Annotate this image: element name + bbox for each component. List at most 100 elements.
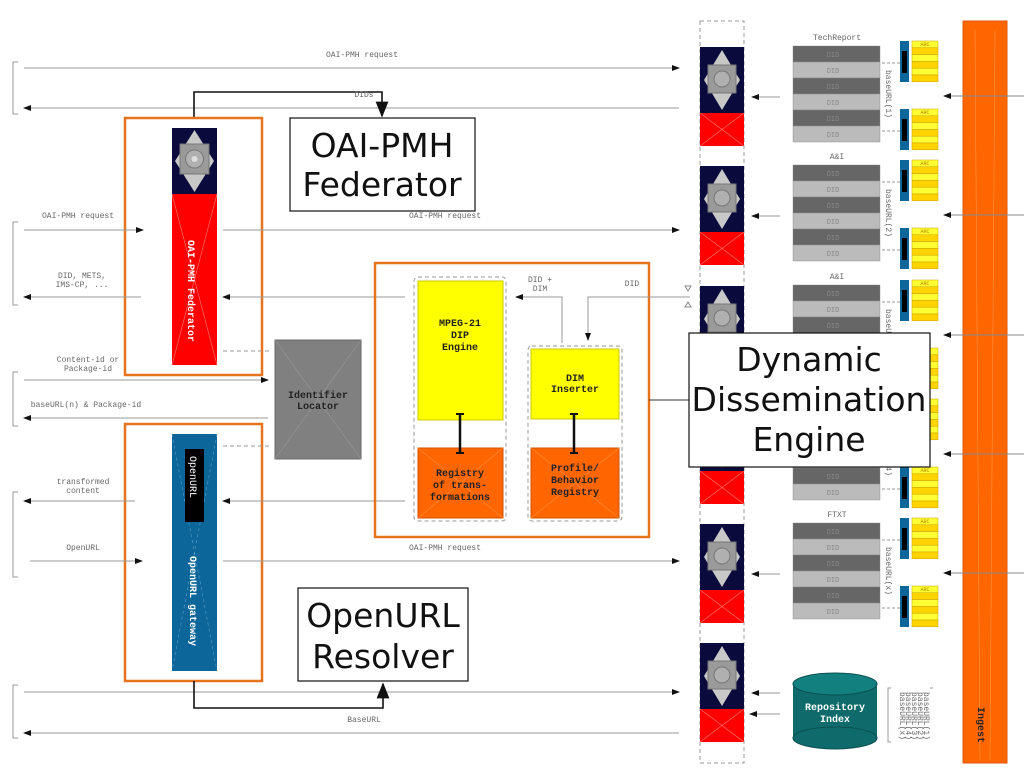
federator-flows: OAI-PMH request OAI-PMH request DID, MET… bbox=[23, 212, 680, 352]
did-label: DID bbox=[827, 84, 840, 92]
registry-label-3: formations bbox=[430, 492, 490, 504]
dde-callout bbox=[688, 332, 931, 468]
content-id-label-1: Content-id or bbox=[57, 356, 120, 365]
did-label: DID bbox=[827, 529, 840, 537]
profile-label-3: Registry bbox=[551, 487, 599, 499]
arc-slot bbox=[911, 300, 939, 308]
index-list-entry: baseURL(3) bbox=[909, 692, 918, 740]
dip-registry-link bbox=[456, 413, 464, 454]
arc-handle-tag bbox=[902, 528, 907, 550]
arc-slot bbox=[911, 606, 939, 614]
arc-bin: ARC bbox=[882, 279, 939, 322]
dde-callout-line3: Engine bbox=[752, 420, 865, 459]
did-label: DID bbox=[827, 291, 840, 299]
did-label: DID bbox=[827, 100, 840, 108]
openurl-gateway-component: OpenURL OpenURL gateway bbox=[171, 433, 218, 672]
ingest-bar: Ingest bbox=[962, 20, 1008, 764]
did-label: DID bbox=[827, 116, 840, 124]
arc-slot bbox=[911, 612, 939, 621]
index-list-entry: baseURL(1) bbox=[921, 692, 930, 740]
arc-slot bbox=[911, 254, 939, 263]
did-label: DID bbox=[827, 577, 840, 585]
arc-slot bbox=[911, 619, 939, 628]
did-mets-label-2: IMS-CP, ... bbox=[56, 281, 109, 290]
repository-server-icon bbox=[699, 47, 780, 147]
arc-slot bbox=[911, 544, 939, 553]
did-label: DID bbox=[827, 132, 840, 140]
arc-slot bbox=[911, 293, 939, 301]
did-row bbox=[792, 483, 881, 501]
arc-bin: ARC bbox=[882, 585, 939, 628]
arc-slot bbox=[911, 193, 939, 202]
arc-label: ARC bbox=[920, 161, 929, 167]
did-right-label: DID bbox=[625, 280, 640, 289]
oai-request-bottom-label: OAI-PMH request bbox=[409, 544, 481, 553]
did-dim-label-1: DID + bbox=[528, 276, 552, 285]
did-dim-label-2: DIM bbox=[533, 285, 548, 294]
did-label: DID bbox=[827, 609, 840, 617]
arc-label: ARC bbox=[920, 587, 929, 593]
arc-slot bbox=[911, 166, 939, 174]
arc-slot bbox=[911, 531, 939, 539]
profile-behavior-registry: Profile/ Behavior Registry bbox=[530, 447, 620, 519]
repository-name: A&I bbox=[830, 153, 844, 162]
did-label: DID bbox=[827, 545, 840, 553]
index-list-entry: baseURL(2) bbox=[915, 692, 924, 740]
diag bbox=[699, 708, 745, 743]
arc-slot bbox=[911, 500, 939, 509]
registry-label-1: Registry bbox=[436, 468, 484, 480]
repository-baseurl: baseURL(1) bbox=[883, 70, 892, 118]
arc-slot bbox=[911, 480, 939, 488]
index-list: baseURL(1)baseURL(2)baseURL(3)baseURL(4)… bbox=[897, 692, 930, 740]
content-id-label-2: Package-id bbox=[64, 365, 112, 374]
arc-slot bbox=[911, 186, 939, 195]
repository-name: A&I bbox=[830, 273, 844, 282]
bottom-baseurl-flow: BaseURL bbox=[23, 681, 680, 736]
arc-slot bbox=[911, 524, 939, 532]
did-label: DID bbox=[827, 187, 840, 195]
arc-slot bbox=[911, 54, 939, 62]
arc-handle-tag bbox=[902, 596, 907, 618]
arc-slot bbox=[911, 248, 939, 256]
oai-request-mid-label: OAI-PMH request bbox=[409, 212, 481, 221]
arc-slot bbox=[911, 115, 939, 123]
dde-callout-line1: Dynamic bbox=[736, 340, 882, 379]
arc-slot bbox=[911, 61, 939, 69]
openurl-tag-label: OpenURL bbox=[186, 456, 197, 498]
diag bbox=[699, 589, 745, 624]
profile-label-2: Behavior bbox=[551, 475, 599, 487]
resolver-callout-line2: Resolver bbox=[312, 637, 454, 676]
federator-component: OAI-PMH Federator bbox=[171, 128, 218, 366]
locator-flows: Content-id or Package-id baseURL(n) & Pa… bbox=[23, 356, 269, 421]
did-label: DID bbox=[827, 68, 840, 76]
dde-internal-flows: DID + DIM DID bbox=[515, 276, 692, 343]
did-label: DID bbox=[827, 235, 840, 243]
openurl-gateway-label: OpenURL gateway bbox=[186, 556, 197, 646]
did-label: DID bbox=[827, 323, 840, 331]
did-label: DID bbox=[827, 203, 840, 211]
profile-label-1: Profile/ bbox=[551, 463, 599, 475]
arc-label: ARC bbox=[920, 42, 929, 48]
did-label: DID bbox=[827, 561, 840, 569]
repository-stacks: TechReportDIDDIDDIDDIDDIDDIDbaseURL(1)AR… bbox=[792, 34, 939, 628]
did-row bbox=[792, 602, 881, 620]
did-label: DID bbox=[827, 307, 840, 315]
arc-slot bbox=[911, 142, 939, 151]
dim-inserter: DIM Inserter bbox=[530, 348, 620, 420]
repository-index-label-1: Repository bbox=[805, 702, 865, 714]
did-label: DID bbox=[827, 490, 840, 498]
arc-handle-tag bbox=[902, 477, 907, 499]
arc-label: ARC bbox=[920, 229, 929, 235]
index-list-bracket bbox=[887, 687, 933, 743]
arc-label: ARC bbox=[920, 468, 929, 474]
arc-slot bbox=[911, 129, 939, 137]
server-drive bbox=[707, 303, 737, 333]
arc-bin: ARC bbox=[882, 40, 939, 83]
dids-label: DIDs bbox=[354, 91, 373, 100]
arc-slot bbox=[911, 67, 939, 76]
dip-engine-label-1: MPEG-21 bbox=[439, 319, 481, 330]
repository-1: TechReportDIDDIDDIDDIDDIDDIDbaseURL(1)AR… bbox=[792, 34, 939, 151]
